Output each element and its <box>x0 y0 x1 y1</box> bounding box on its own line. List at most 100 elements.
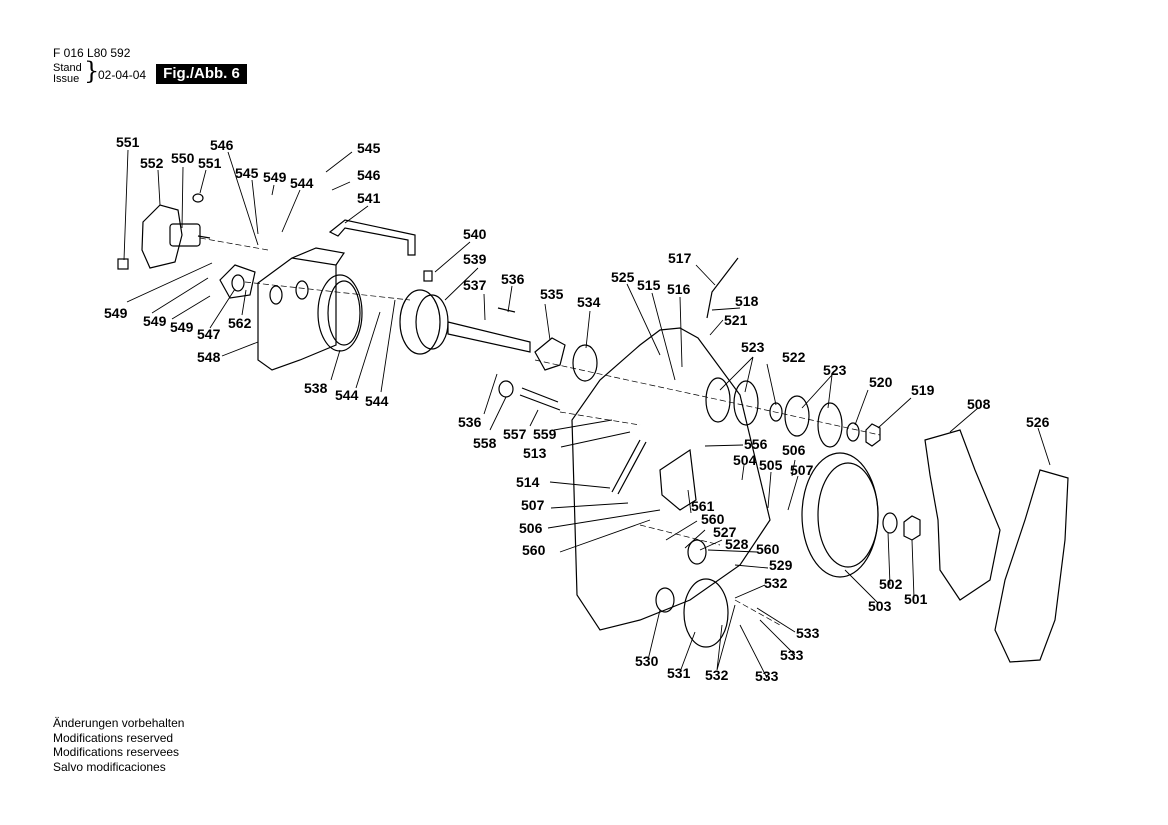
part-label: 549 <box>104 305 128 321</box>
screw-536-top <box>497 307 516 313</box>
part-label: 518 <box>735 293 759 309</box>
part-label: 521 <box>724 312 748 328</box>
part-label: 560 <box>701 511 725 527</box>
part-label: 525 <box>611 269 635 285</box>
part-label: 534 <box>577 294 601 310</box>
belt-housing <box>571 327 771 631</box>
part-label: 527 <box>713 524 737 540</box>
part-label: 544 <box>335 387 359 403</box>
note-fr: Modifications reservees <box>53 745 180 759</box>
stand-issue-label: Stand Issue <box>53 63 82 85</box>
figure-label: Fig./Abb. 6 <box>156 64 247 84</box>
part-label: 502 <box>879 576 903 592</box>
part-label: 513 <box>523 445 547 461</box>
pulley-531 <box>683 578 729 648</box>
pulley-523-c <box>784 395 810 437</box>
bracket-541 <box>328 219 416 256</box>
part-label: 526 <box>1026 414 1050 430</box>
part-label: 536 <box>458 414 482 430</box>
part-label: 560 <box>522 542 546 558</box>
toothed-belt-526 <box>994 469 1069 663</box>
note-de: Änderungen vorbehalten <box>53 716 185 730</box>
spacer-530 <box>655 587 675 613</box>
part-label: 549 <box>143 313 167 329</box>
toothed-belt-538-inner <box>327 280 361 346</box>
part-label: 558 <box>473 435 497 451</box>
part-label: 537 <box>463 277 487 293</box>
main-frame-flange <box>291 247 346 266</box>
part-label: 507 <box>521 497 545 513</box>
spacer-502 <box>882 512 898 534</box>
part-label: 515 <box>637 277 661 293</box>
nut-501 <box>903 515 921 541</box>
part-label: 557 <box>503 426 527 442</box>
part-label: 556 <box>744 436 768 452</box>
note-es: Salvo modificaciones <box>53 759 166 774</box>
part-label: 531 <box>667 665 691 681</box>
flange-bearing-535 <box>534 337 566 371</box>
spring-557 <box>519 387 561 411</box>
part-label: 519 <box>911 382 935 398</box>
part-label: 508 <box>967 396 991 412</box>
issue-date: 02-04-04 <box>98 68 147 82</box>
tension-lever-561 <box>659 448 697 511</box>
toothed-belt-538 <box>317 274 363 352</box>
part-label: 517 <box>668 250 692 266</box>
main-frame-hole-2 <box>295 280 309 300</box>
part-label: 539 <box>463 251 487 267</box>
part-label: 533 <box>780 647 804 663</box>
part-label: 533 <box>755 668 779 684</box>
main-frame-hole-1 <box>269 285 283 305</box>
issue-label: Issue <box>53 73 80 85</box>
part-label: 522 <box>782 349 806 365</box>
part-label: 548 <box>197 349 221 365</box>
part-label: 538 <box>304 380 328 396</box>
set-screw-540 <box>423 270 433 282</box>
drawing-parts <box>117 149 1069 679</box>
nut-551-right <box>192 193 204 203</box>
part-label: 552 <box>140 155 164 171</box>
modification-notes: Änderungen vorbehalten Modifications res… <box>53 716 184 774</box>
motor-mount-block <box>169 223 201 247</box>
large-pulley-503-rim <box>817 462 879 568</box>
main-frame <box>257 257 337 371</box>
part-label: 541 <box>357 190 381 206</box>
pulley-523-a <box>705 377 731 423</box>
part-label: 546 <box>357 167 381 183</box>
note-en: Modifications reserved <box>53 730 174 745</box>
part-label: 523 <box>823 362 847 378</box>
part-label: 516 <box>667 281 691 297</box>
spring-514 <box>611 439 647 495</box>
part-label: 562 <box>228 315 252 331</box>
part-label: 514 <box>516 474 540 490</box>
part-label: 549 <box>263 169 287 185</box>
bearing-plate-hole <box>231 274 245 292</box>
part-label: 545 <box>235 165 259 181</box>
part-label: 550 <box>171 150 195 166</box>
ball-bearing-534 <box>572 344 598 382</box>
part-label: 549 <box>170 319 194 335</box>
part-label: 520 <box>869 374 893 390</box>
part-label: 544 <box>290 175 314 191</box>
part-label: 528 <box>725 536 749 552</box>
gear-pulley-539 <box>399 289 441 355</box>
part-label: 561 <box>691 498 715 514</box>
part-label: 551 <box>116 134 140 150</box>
part-label: 529 <box>769 557 793 573</box>
part-label: 501 <box>904 591 928 607</box>
leader-lines <box>123 149 1051 679</box>
part-label: 504 <box>733 452 757 468</box>
part-label: 505 <box>759 457 783 473</box>
shaft-537 <box>447 321 531 353</box>
part-label: 535 <box>540 286 564 302</box>
part-label: 559 <box>533 426 557 442</box>
part-label: 546 <box>210 137 234 153</box>
part-label: 506 <box>519 520 543 536</box>
assembly-axis-lines <box>199 237 881 626</box>
part-labels: 551 552 550 551 546 545 549 544 545 546 … <box>104 134 1050 684</box>
part-label: 560 <box>756 541 780 557</box>
large-pulley-503 <box>801 452 879 578</box>
part-label: 532 <box>764 575 788 591</box>
pulley-523-d <box>817 402 843 448</box>
